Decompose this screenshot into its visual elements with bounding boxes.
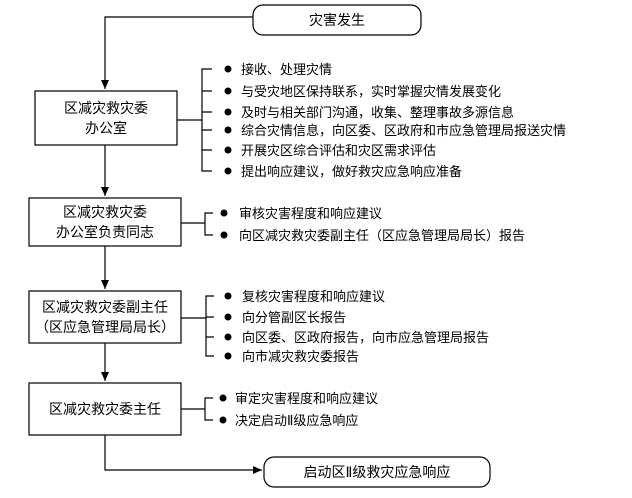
bullet [224, 87, 232, 95]
office-item: 接收、处理灾情 [241, 62, 332, 78]
office-item: 与受灾地区保持联系，实时掌握灾情发展变化 [241, 84, 501, 100]
office-head-label-line1: 区减灾救灾委 [63, 204, 147, 221]
director-bracket [181, 397, 213, 421]
office-box [34, 90, 178, 146]
deputy-director-item: 复核灾害程度和响应建议 [242, 289, 385, 305]
bullet [224, 292, 232, 300]
bullet [224, 108, 232, 116]
bullet [224, 65, 232, 73]
deputy-director-item: 向区委、区政府报告，向市应急管理局报告 [242, 330, 489, 346]
bullet [224, 313, 232, 321]
office-bracket [177, 68, 212, 172]
deputy-director-bracket [181, 295, 214, 357]
deputy-director-items: 复核灾害程度和响应建议 向分管副区长报告 向区委、区政府报告，向市应急管理局报告… [224, 289, 489, 365]
deputy-director-box [28, 290, 182, 344]
office-item: 及时与相关部门沟通，收集、整理事故多源信息 [241, 105, 514, 121]
director-items: 审定灾害程度和响应建议 决定启动Ⅱ级应急响应 [219, 391, 378, 429]
office-head-item: 审核灾害程度和响应建议 [239, 206, 382, 222]
bullet [220, 209, 228, 217]
bullet [224, 167, 232, 175]
start-label: 灾害发生 [309, 12, 365, 29]
deputy-director-label-line1: 区减灾救灾委副主任 [42, 299, 168, 316]
deputy-director-item: 向市减灾救灾委报告 [242, 349, 359, 365]
office-head-items: 审核灾害程度和响应建议 向区减灾救灾委副主任（区应急管理局局长）报告 [220, 206, 525, 244]
connector-start-to-office [101, 16, 253, 89]
office-label-line2: 办公室 [85, 120, 127, 137]
bullet [219, 394, 227, 402]
office-label-line1: 区减灾救灾委 [64, 100, 148, 117]
connector-director-to-end [104, 435, 262, 474]
bullet [224, 126, 232, 134]
deputy-director-label-line2: （区应急管理局局长） [35, 319, 175, 336]
office-head-bracket [181, 212, 213, 236]
deputy-director-item: 向分管副区长报告 [242, 310, 346, 326]
end-label: 启动区Ⅱ级救灾应急响应 [304, 464, 451, 481]
bullet [220, 231, 228, 239]
director-label: 区减灾救灾委主任 [49, 401, 161, 418]
bullet [219, 416, 227, 424]
bullet [224, 146, 232, 154]
office-head-label-line2: 办公室负责同志 [56, 224, 154, 241]
office-item: 提出响应建议，做好救灾应急响应准备 [241, 164, 462, 180]
director-item: 审定灾害程度和响应建议 [235, 391, 378, 407]
end-box [263, 456, 491, 488]
office-items: 接收、处理灾情 与受灾地区保持联系，实时掌握灾情发展变化 及时与相关部门沟通，收… [224, 62, 566, 180]
director-item: 决定启动Ⅱ级应急响应 [235, 413, 358, 429]
office-item: 开展灾区综合评估和灾区需求评估 [241, 143, 436, 159]
bullet [224, 333, 232, 341]
bullet [224, 352, 232, 360]
office-head-item: 向区减灾救灾委副主任（区应急管理局局长）报告 [239, 228, 525, 244]
office-item: 综合灾情信息，向区委、区政府和市应急管理局报送灾情 [241, 123, 566, 139]
director-box [28, 382, 182, 436]
start-box [252, 4, 422, 36]
